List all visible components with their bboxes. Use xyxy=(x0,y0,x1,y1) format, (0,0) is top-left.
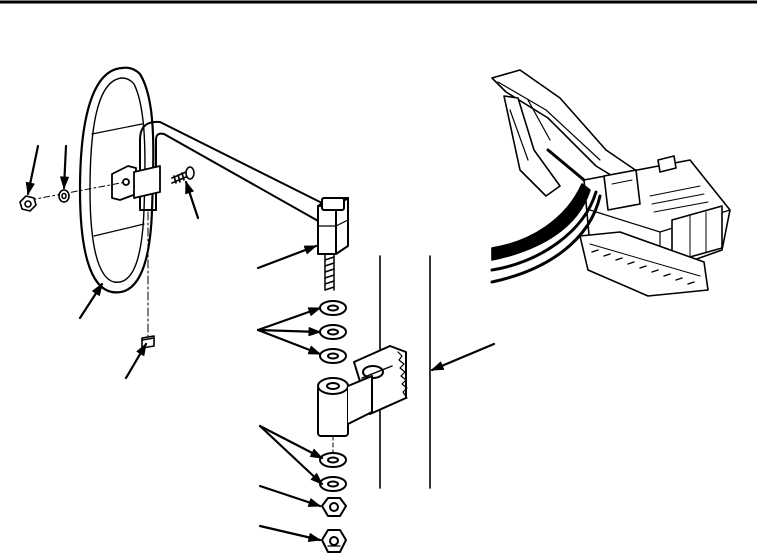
arm-pivot-block xyxy=(317,197,349,255)
flat-washer-stack-upper xyxy=(319,300,347,364)
mounting-bracket xyxy=(317,345,408,437)
hex-nut xyxy=(19,195,37,212)
callout-arrowhead xyxy=(92,283,103,296)
callout-arrowhead xyxy=(308,327,321,337)
callout-arrowhead xyxy=(307,307,321,316)
callout-arrowhead xyxy=(60,176,70,189)
lock-nut xyxy=(321,497,347,517)
callout-arrowhead xyxy=(307,345,321,355)
callout-arrowhead xyxy=(307,533,321,542)
callout-arrow-group xyxy=(25,144,496,542)
clamp-alignment-centerline xyxy=(29,181,127,201)
cap-screw xyxy=(171,166,195,184)
callout-leader-line xyxy=(258,424,324,486)
mounting-clamp xyxy=(111,165,161,201)
callout-arrowhead xyxy=(185,181,194,195)
callout-arrowhead xyxy=(25,181,35,195)
callout-arrowhead xyxy=(136,343,147,357)
jam-nut xyxy=(321,529,347,553)
mirror-arm-rod xyxy=(139,120,329,223)
callout-arrowhead xyxy=(303,245,317,255)
callout-leader-line xyxy=(258,424,324,460)
callout-arrowhead xyxy=(307,498,321,507)
lock-washer xyxy=(58,189,70,203)
callout-arrowhead xyxy=(309,448,323,459)
excavator-location-view xyxy=(490,69,731,297)
callout-arrowhead xyxy=(431,361,445,371)
callout-arrowhead xyxy=(310,473,323,485)
threaded-stud xyxy=(324,253,335,291)
mirror-frame xyxy=(78,66,155,294)
flat-washer-stack-lower xyxy=(319,435,347,492)
